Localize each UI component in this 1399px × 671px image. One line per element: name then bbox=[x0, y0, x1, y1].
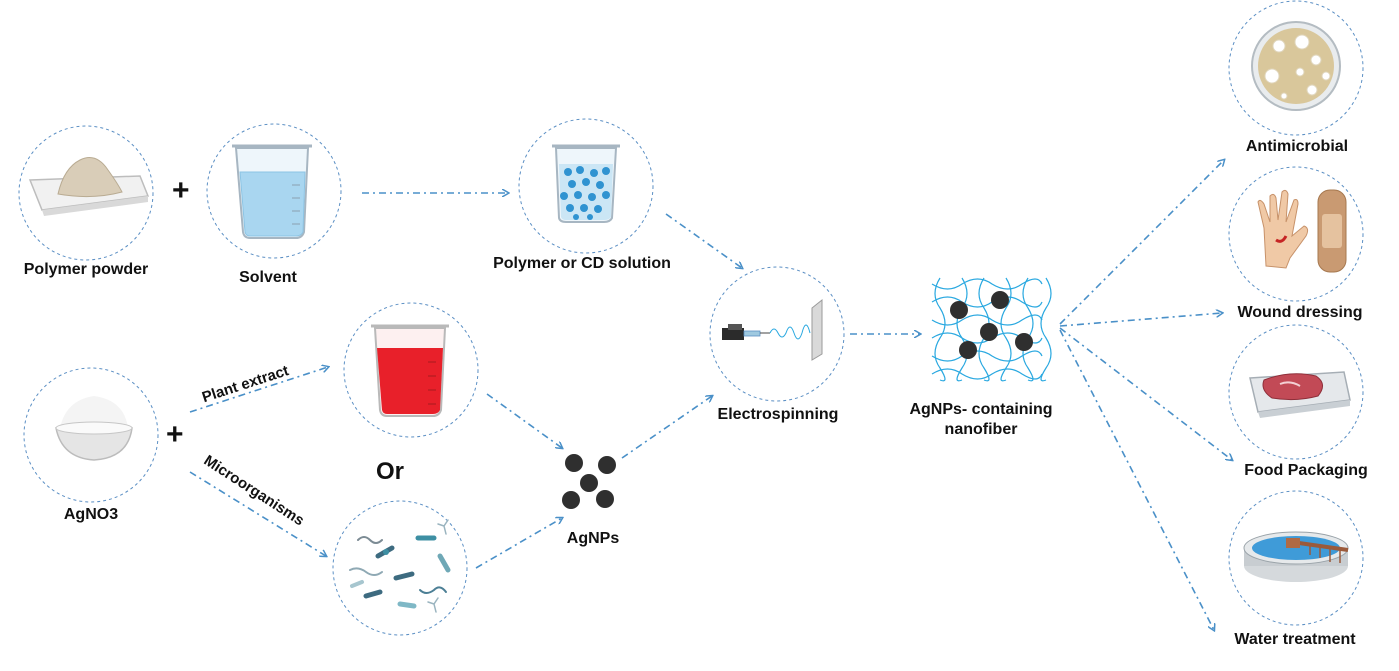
circle-plant-extract bbox=[343, 302, 479, 438]
polymer-solution-beaker-icon bbox=[552, 144, 620, 223]
arrow-solution-to-electrospinning bbox=[665, 213, 742, 268]
plus-sign-bottom: + bbox=[166, 418, 184, 451]
arrow-microbes-to-agnps bbox=[475, 518, 562, 569]
label-solvent: Solvent bbox=[239, 269, 297, 286]
plant-extract-beaker-icon bbox=[371, 324, 449, 417]
circle-antimicrobial bbox=[1228, 0, 1364, 136]
arrow-to-wound-dressing bbox=[1059, 313, 1222, 327]
circle-solvent bbox=[206, 123, 342, 259]
label-polymer-solution: Polymer or CD solution bbox=[493, 255, 671, 272]
microorganisms-icon bbox=[349, 519, 451, 613]
agnps-particles-icon bbox=[562, 454, 616, 509]
water-treatment-icon bbox=[1243, 531, 1349, 582]
bowl-icon bbox=[55, 396, 133, 461]
circle-microorganisms bbox=[332, 500, 468, 636]
circle-electrospinning bbox=[709, 266, 845, 402]
circle-food-packaging bbox=[1228, 324, 1364, 460]
label-antimicrobial: Antimicrobial bbox=[1245, 138, 1349, 155]
circle-polymer-solution bbox=[518, 118, 654, 254]
circle-water-treatment bbox=[1228, 490, 1364, 626]
label-nanofiber-line2: nanofiber bbox=[944, 421, 1018, 438]
solvent-beaker-icon bbox=[232, 144, 312, 239]
powder-tray-icon bbox=[28, 157, 150, 216]
label-or: Or bbox=[376, 458, 405, 485]
arrow-agno3-to-plant bbox=[189, 367, 328, 413]
label-water-treatment: Water treatment bbox=[1234, 631, 1356, 648]
arrow-agnps-to-electrospinning bbox=[621, 396, 712, 459]
electrospinning-apparatus-icon bbox=[722, 298, 823, 361]
arrow-plant-to-agnps bbox=[486, 393, 562, 448]
label-electrospinning: Electrospinning bbox=[717, 406, 839, 423]
meat-tray-icon bbox=[1249, 371, 1351, 418]
label-agno3: AgNO3 bbox=[63, 506, 119, 523]
label-wound-dressing: Wound dressing bbox=[1237, 304, 1363, 321]
arrow-to-food-packaging bbox=[1059, 327, 1232, 460]
circle-agno3 bbox=[23, 367, 159, 503]
label-nanofiber-line1: AgNPs- containing bbox=[909, 401, 1053, 418]
wound-hand-icon bbox=[1257, 189, 1347, 273]
arrow-agno3-to-microbes bbox=[189, 471, 326, 556]
arrow-to-water-treatment bbox=[1059, 329, 1214, 630]
nanofiber-mesh-icon bbox=[931, 277, 1052, 382]
label-agnps: AgNPs bbox=[566, 530, 620, 547]
petri-dish-icon bbox=[1251, 21, 1341, 111]
plus-sign-top: + bbox=[172, 174, 190, 207]
arrow-to-antimicrobial bbox=[1059, 160, 1224, 325]
label-food-packaging: Food Packaging bbox=[1244, 462, 1368, 479]
circle-wound-dressing bbox=[1228, 166, 1364, 302]
label-polymer-powder: Polymer powder bbox=[23, 261, 149, 278]
circle-polymer-powder bbox=[18, 125, 154, 261]
